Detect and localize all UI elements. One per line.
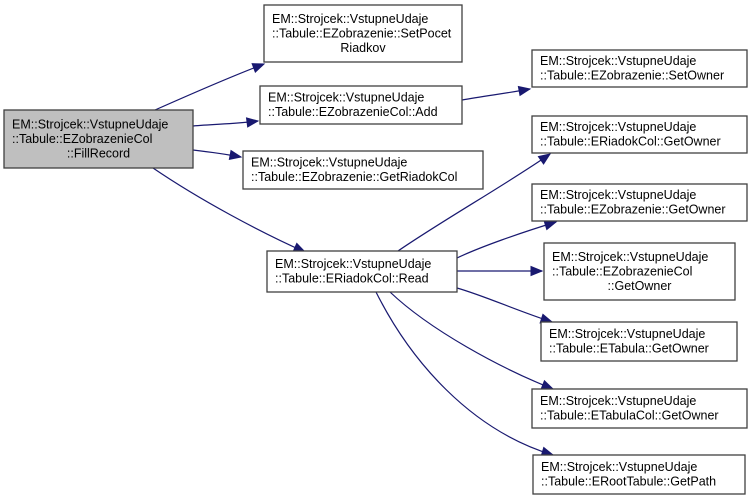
- node-etabulacol-getowner[interactable]: EM::Strojcek::VstupneUdaje::Tabule::ETab…: [531, 388, 748, 429]
- arrowhead-icon: [251, 63, 266, 73]
- node-ezobrazenie-getowner[interactable]: EM::Strojcek::VstupneUdaje::Tabule::EZob…: [531, 183, 748, 222]
- node-label-line: EM::Strojcek::VstupneUdaje: [541, 460, 697, 474]
- node-label-line: ::GetOwner: [608, 279, 672, 293]
- node-box: [242, 150, 484, 190]
- node-add[interactable]: EM::Strojcek::VstupneUdaje::Tabule::EZob…: [259, 85, 463, 125]
- node-label-line: EM::Strojcek::VstupneUdaje: [552, 250, 708, 264]
- arrowhead-icon: [537, 153, 552, 165]
- node-label-line: Riadkov: [340, 41, 386, 55]
- node-setpocetriadkov[interactable]: EM::Strojcek::VstupneUdaje::Tabule::EZob…: [263, 4, 463, 63]
- arrowhead-icon: [245, 117, 260, 128]
- edge-fillrecord-to-setpocetriadkov: [154, 63, 266, 111]
- node-box: [540, 321, 738, 362]
- node-box: [532, 454, 746, 495]
- node-etabula-getowner[interactable]: EM::Strojcek::VstupneUdaje::Tabule::ETab…: [540, 321, 738, 362]
- edge-read-to-etabula-getowner: [456, 287, 554, 324]
- edge-line: [397, 153, 551, 252]
- edge-line: [456, 221, 557, 259]
- edge-line: [389, 291, 554, 390]
- edge-read-to-ezobrazeniecol-getowner: [456, 265, 544, 277]
- edge-line: [152, 167, 306, 253]
- node-label-line: ::Tabule::EZobrazenieCol: [12, 132, 152, 146]
- node-label-line: ::Tabule::ETabulaCol::GetOwner: [540, 409, 719, 423]
- node-eriadokcol-getowner[interactable]: EM::Strojcek::VstupneUdaje::Tabule::ERia…: [531, 115, 748, 154]
- node-label-line: EM::Strojcek::VstupneUdaje: [272, 12, 428, 26]
- edge-line: [154, 63, 265, 111]
- node-setowner[interactable]: EM::Strojcek::VstupneUdaje::Tabule::EZob…: [531, 49, 748, 88]
- node-label-line: ::FillRecord: [67, 146, 130, 160]
- node-ezobrazeniecol-getowner[interactable]: EM::Strojcek::VstupneUdaje::Tabule::EZob…: [543, 242, 736, 301]
- node-label-line: ::Tabule::EZobrazenie::SetOwner: [540, 69, 724, 83]
- node-label-line: ::Tabule::EZobrazenie::GetRiadokCol: [251, 170, 457, 184]
- node-box: [531, 115, 748, 154]
- edge-read-to-eriadokcol-getowner: [397, 153, 552, 252]
- arrowhead-icon: [517, 85, 532, 97]
- node-box: [531, 49, 748, 88]
- arrowhead-icon: [543, 220, 558, 231]
- node-label-line: EM::Strojcek::VstupneUdaje: [549, 327, 705, 341]
- edge-read-to-erroottabule-getpath: [375, 291, 555, 457]
- node-fillrecord[interactable]: EM::Strojcek::VstupneUdaje::Tabule::EZob…: [3, 109, 194, 169]
- node-label-line: EM::Strojcek::VstupneUdaje: [540, 120, 696, 134]
- nodes-layer: EM::Strojcek::VstupneUdaje::Tabule::EZob…: [3, 4, 748, 495]
- node-label-line: EM::Strojcek::VstupneUdaje: [275, 257, 431, 271]
- node-label-line: EM::Strojcek::VstupneUdaje: [540, 394, 696, 408]
- node-label-line: ::Tabule::EZobrazenieCol: [552, 264, 692, 278]
- node-read[interactable]: EM::Strojcek::VstupneUdaje::Tabule::ERia…: [266, 250, 458, 293]
- node-label-line: EM::Strojcek::VstupneUdaje: [251, 156, 407, 170]
- edge-fillrecord-to-getriadokcol: [192, 149, 243, 161]
- edges-layer: [152, 63, 558, 457]
- edge-read-to-etabulacol-getowner: [389, 291, 555, 390]
- edge-fillrecord-to-add: [192, 117, 260, 128]
- node-getriadokcol[interactable]: EM::Strojcek::VstupneUdaje::Tabule::EZob…: [242, 150, 484, 190]
- node-label-line: EM::Strojcek::VstupneUdaje: [12, 117, 168, 131]
- edge-read-to-ezobrazenie-getowner: [456, 220, 558, 259]
- node-erroottabule-getpath[interactable]: EM::Strojcek::VstupneUdaje::Tabule::ERoo…: [532, 454, 746, 495]
- edge-line: [456, 287, 553, 323]
- edge-line: [375, 291, 554, 456]
- node-box: [263, 4, 463, 63]
- edge-add-to-setowner: [461, 85, 532, 101]
- node-label-line: ::Tabule::EZobrazenieCol::Add: [268, 105, 438, 119]
- node-label-line: EM::Strojcek::VstupneUdaje: [540, 54, 696, 68]
- node-label-line: ::Tabule::ERiadokCol::GetOwner: [540, 135, 721, 149]
- edge-fillrecord-to-read: [152, 167, 307, 253]
- node-box: [531, 183, 748, 222]
- arrowhead-icon: [530, 265, 544, 277]
- node-box: [3, 109, 194, 169]
- node-label-line: EM::Strojcek::VstupneUdaje: [268, 91, 424, 105]
- node-box: [543, 242, 736, 301]
- node-box: [259, 85, 463, 125]
- node-box: [266, 250, 458, 293]
- node-label-line: EM::Strojcek::VstupneUdaje: [540, 188, 696, 202]
- arrowhead-icon: [228, 149, 243, 161]
- node-box: [531, 388, 748, 429]
- node-label-line: ::Tabule::ERootTabule::GetPath: [541, 475, 716, 489]
- arrowhead-icon: [540, 379, 555, 390]
- node-label-line: ::Tabule::ETabula::GetOwner: [549, 342, 709, 356]
- node-label-line: ::Tabule::EZobrazenie::GetOwner: [540, 203, 726, 217]
- node-label-line: ::Tabule::EZobrazenie::SetPocet: [272, 26, 452, 40]
- node-label-line: ::Tabule::ERiadokCol::Read: [275, 272, 429, 286]
